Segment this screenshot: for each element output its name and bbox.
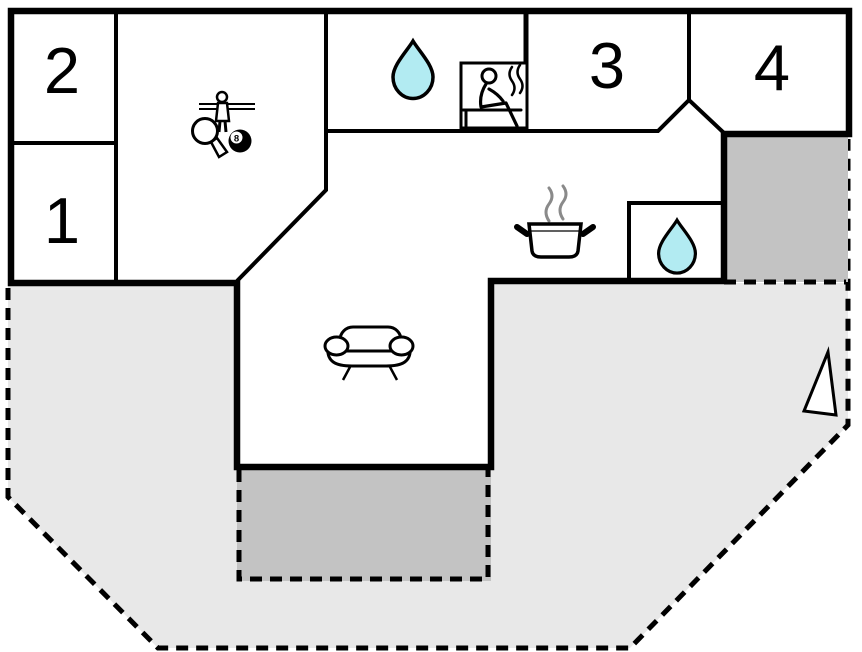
sofa-armrest-right (388, 335, 415, 357)
room-1-label: 1 (44, 184, 80, 257)
sauna-steam-lines (508, 63, 524, 97)
sauna-bench (461, 108, 523, 128)
interior-walls (11, 11, 726, 283)
terrace-right (724, 134, 848, 282)
paddle-blade (191, 117, 219, 145)
foosball-player-torso (214, 101, 231, 123)
water-drop-shape (656, 217, 698, 275)
sofa-icon (323, 325, 415, 381)
cooking-pot-icon (514, 184, 596, 259)
foosball-player-head (215, 90, 229, 104)
room-2-label: 2 (44, 34, 80, 107)
wall-gameroom-right-diagonal (235, 11, 328, 283)
table-tennis-paddle-icon (191, 117, 229, 159)
water-drop-icon-bathroom-2 (656, 217, 698, 275)
sofa-legs (341, 366, 399, 381)
game-room-icons: 8 (191, 90, 255, 159)
foosball-player-icon (199, 90, 255, 133)
terrace-bottom (237, 467, 491, 581)
billiard-8-ball-icon: 8 (228, 129, 252, 153)
ball-number-circle (230, 131, 243, 144)
room-3-label: 3 (589, 29, 625, 102)
sauna-frame (459, 61, 529, 130)
water-drop-shape (391, 37, 435, 101)
triangle-marker-icon (801, 346, 838, 417)
wall-bathroom2 (627, 201, 724, 281)
sauna-icon (459, 61, 529, 130)
wall-room3-bottom-notch (526, 97, 726, 135)
room-4-label: 4 (754, 31, 790, 104)
pot-steam-lines (544, 184, 568, 223)
pot-handles (514, 224, 596, 237)
pot-body (527, 222, 583, 259)
ball-number: 8 (234, 134, 239, 145)
water-drop-icon-bathroom-1 (391, 37, 435, 101)
foosball-player-legs (217, 120, 228, 133)
sauna-person-head (480, 67, 498, 85)
sofa-armrest-left (323, 335, 350, 357)
sauna-person-body (478, 82, 519, 128)
